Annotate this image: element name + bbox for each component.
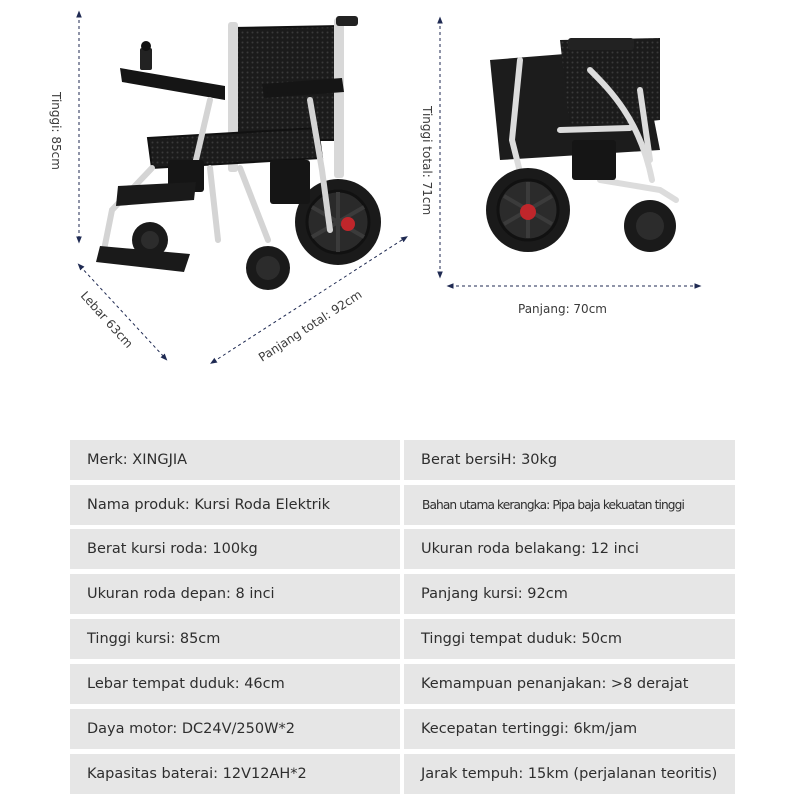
spec-cell-seat-height: Tinggi tempat duduk: 50cm bbox=[404, 619, 735, 659]
length-label: Panjang: 70cm bbox=[518, 302, 607, 316]
spec-cell-motor-power: Daya motor: DC24V/250W*2 bbox=[70, 709, 400, 749]
spec-cell-chair-length: Panjang kursi: 92cm bbox=[404, 574, 735, 614]
spec-cell-net-weight: Berat bersiH: 30kg bbox=[404, 440, 735, 480]
spec-cell-brand: Merk: XINGJIA bbox=[70, 440, 400, 480]
spec-cell-rear-wheel: Ukuran roda belakang: 12 inci bbox=[404, 529, 735, 569]
spec-row: Tinggi kursi: 85cm Tinggi tempat duduk: … bbox=[70, 619, 735, 659]
height-label: Tinggi: 85cm bbox=[49, 91, 63, 170]
product-figure: Tinggi: 85cm Lebar 63cm Panjang total: 9… bbox=[49, 10, 702, 365]
spec-row: Nama produk: Kursi Roda Elektrik Bahan u… bbox=[70, 485, 735, 525]
spec-cell-chair-height: Tinggi kursi: 85cm bbox=[70, 619, 400, 659]
width-dimension-line bbox=[77, 263, 168, 361]
spec-cell-seat-width: Lebar tempat duduk: 46cm bbox=[70, 664, 400, 704]
spec-cell-battery: Kapasitas baterai: 12V12AH*2 bbox=[70, 754, 400, 794]
spec-cell-max-load: Berat kursi roda: 100kg bbox=[70, 529, 400, 569]
spec-cell-frame-material: Bahan utama kerangka: Pipa baja kekuatan… bbox=[404, 485, 735, 525]
spec-row: Daya motor: DC24V/250W*2 Kecepatan terti… bbox=[70, 709, 735, 749]
spec-cell-product-name: Nama produk: Kursi Roda Elektrik bbox=[70, 485, 400, 525]
spec-table: Merk: XINGJIA Berat bersiH: 30kg Nama pr… bbox=[70, 440, 735, 799]
wheelchair-folded-image bbox=[486, 38, 679, 252]
total-length-dimension-line bbox=[210, 236, 408, 364]
spec-row: Ukuran roda depan: 8 inci Panjang kursi:… bbox=[70, 574, 735, 614]
spec-row: Berat kursi roda: 100kg Ukuran roda bela… bbox=[70, 529, 735, 569]
width-label: Lebar 63cm bbox=[78, 289, 136, 351]
total-height-label: Tinggi total: 71cm bbox=[420, 105, 434, 215]
spec-cell-front-wheel: Ukuran roda depan: 8 inci bbox=[70, 574, 400, 614]
spec-cell-top-speed: Kecepatan tertinggi: 6km/jam bbox=[404, 709, 735, 749]
spec-cell-climbing: Kemampuan penanjakan: >8 derajat bbox=[404, 664, 735, 704]
wheelchair-unfolded-image bbox=[96, 16, 381, 290]
spec-row: Merk: XINGJIA Berat bersiH: 30kg bbox=[70, 440, 735, 480]
spec-row: Lebar tempat duduk: 46cm Kemampuan penan… bbox=[70, 664, 735, 704]
spec-row: Kapasitas baterai: 12V12AH*2 Jarak tempu… bbox=[70, 754, 735, 794]
spec-cell-range: Jarak tempuh: 15km (perjalanan teoritis) bbox=[404, 754, 735, 794]
